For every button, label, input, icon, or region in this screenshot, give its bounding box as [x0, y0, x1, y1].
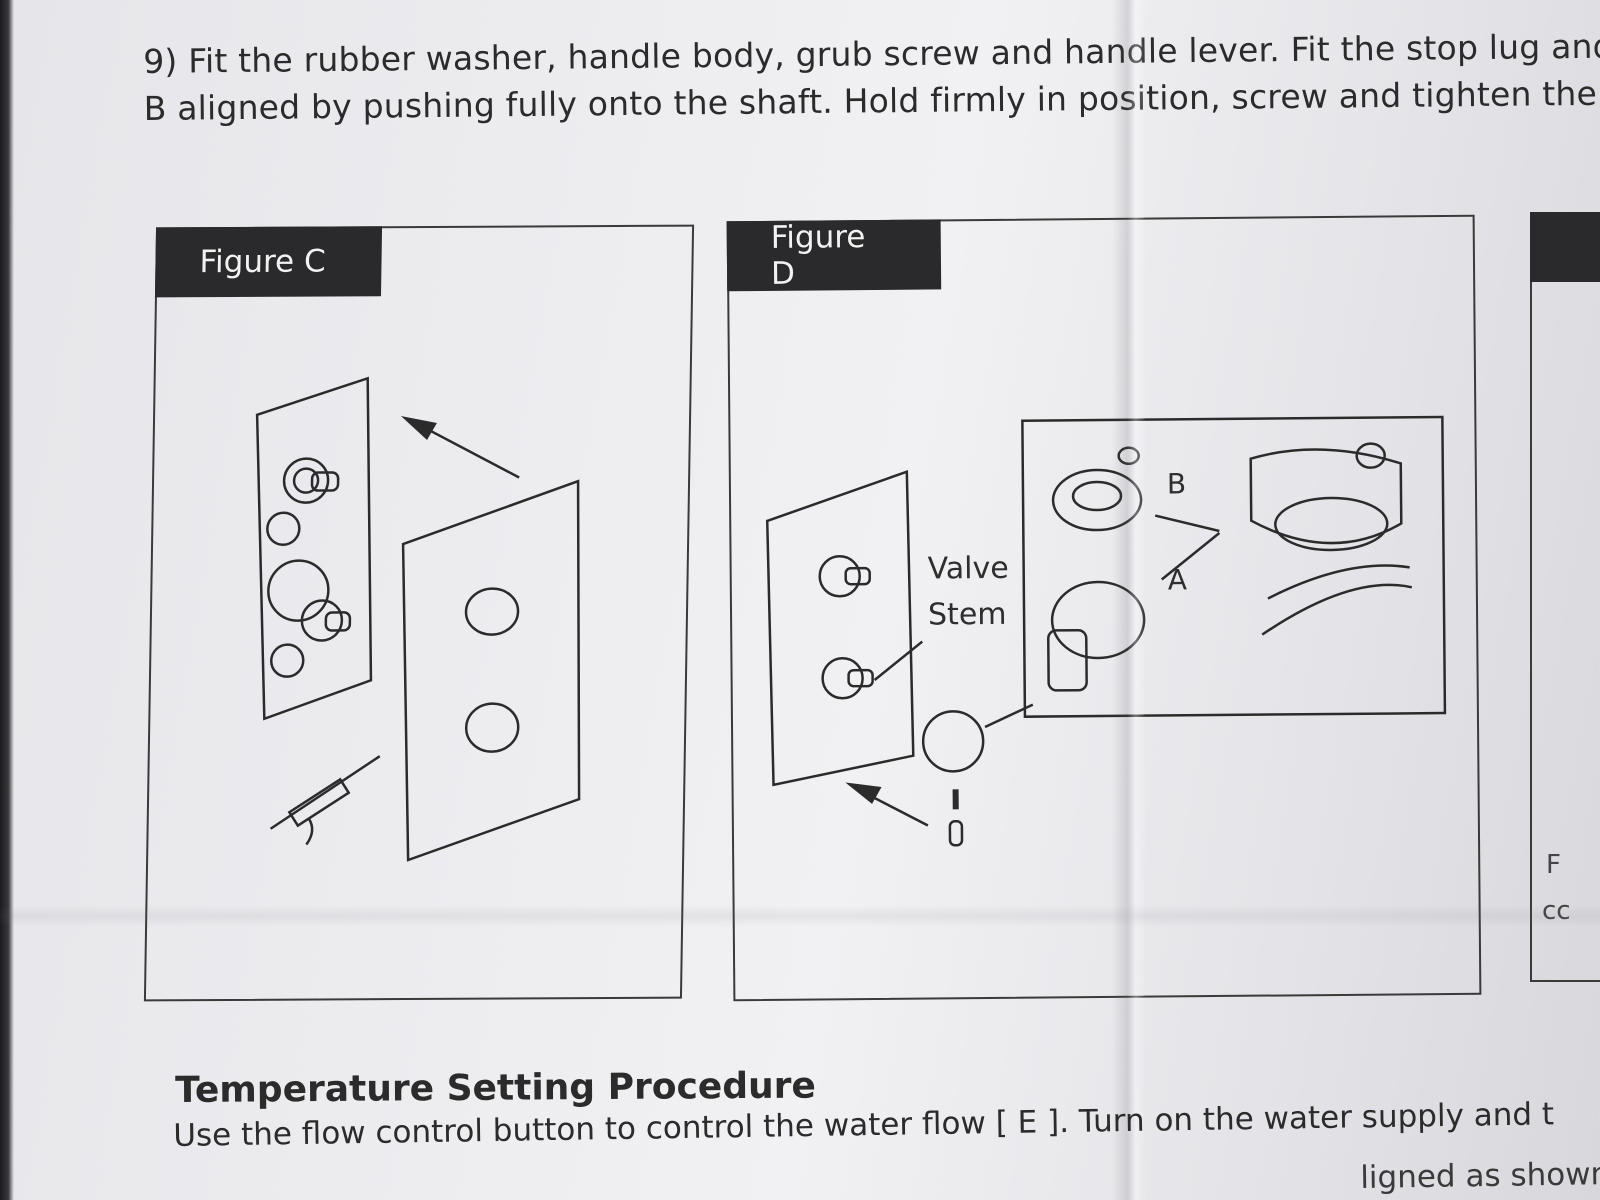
- figure-c-illustration: [255, 376, 581, 862]
- step-9-instruction: 9) Fit the rubber washer, handle body, g…: [143, 23, 1600, 132]
- section-body-line-2-fragment: ligned as shown [ D: [1360, 1155, 1600, 1196]
- callout-b: B: [1166, 467, 1187, 501]
- wall-plate: [765, 469, 915, 787]
- valve-label-line-1: Valve: [927, 550, 1009, 587]
- figure-d-panel: Figure D: [726, 214, 1482, 1002]
- figure-e-peek-text-2: cc: [1542, 896, 1571, 926]
- cover-plate: [401, 479, 581, 862]
- figure-e-tab: [1530, 212, 1600, 282]
- page-edge-shadow: [0, 0, 14, 1200]
- valve-body-plate: [255, 376, 373, 721]
- figure-d-illustration: [765, 415, 1447, 847]
- valve-label-line-2: Stem: [927, 596, 1007, 633]
- callout-a: A: [1167, 563, 1188, 597]
- figure-e-peek-text-1: F: [1546, 850, 1561, 880]
- paper-fold-horizontal: [0, 905, 1600, 927]
- section-heading: Temperature Setting Procedure: [175, 1065, 816, 1111]
- figure-c-panel: Figure C: [143, 224, 695, 1002]
- figure-e-panel-partial: F cc: [1530, 212, 1600, 982]
- detail-inset: [1021, 415, 1447, 718]
- paper-fold-vertical: [1112, 0, 1146, 1200]
